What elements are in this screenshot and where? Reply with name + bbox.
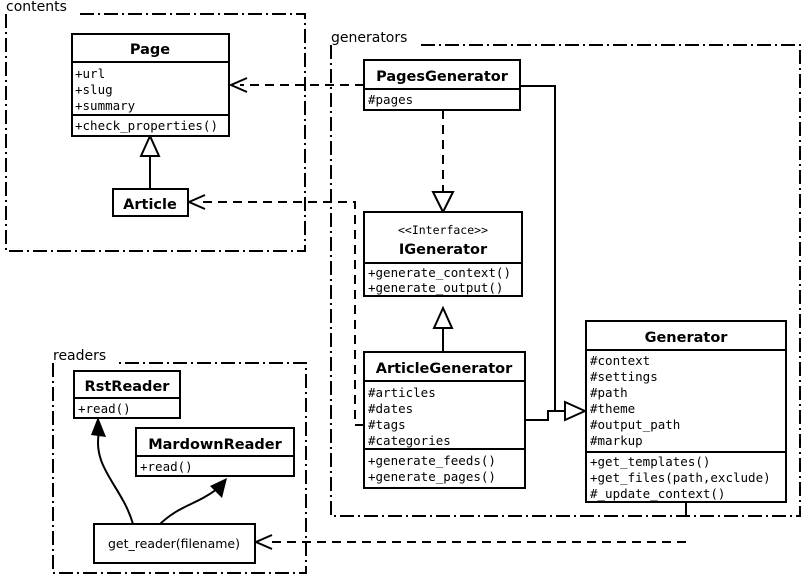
class-igenerator-title: IGenerator (399, 242, 488, 258)
class-rst-reader-title: RstReader (85, 379, 171, 395)
class-generator-attribute: #path (590, 385, 628, 400)
package-readers: readers (52, 348, 307, 574)
class-markdown-reader[interactable]: MardownReader +read() (135, 427, 295, 477)
class-rst-reader[interactable]: RstReader +read() (73, 370, 181, 419)
class-article[interactable]: Article (112, 188, 189, 217)
class-igenerator-stereotype: <<Interface>> (398, 223, 488, 237)
class-igenerator-operation: +generate_output() (368, 280, 503, 295)
class-generator-attribute: #theme (590, 401, 635, 416)
relation-articlegenerator-uses-article-arrowhead (186, 194, 206, 210)
class-generator[interactable]: Generator #context #settings #path #them… (585, 320, 787, 503)
class-markdown-reader-title: MardownReader (148, 437, 282, 453)
relation-pagesgenerator-uses-page-arrowhead (228, 77, 248, 93)
class-article-generator-operation: +generate_feeds() (368, 453, 496, 468)
package-contents-label: contents (6, 0, 67, 15)
relation-articlegenerator-uses-article-line (198, 201, 364, 426)
function-get-reader-frame (93, 523, 256, 564)
relation-pagesgenerator-inherits-generator-line (520, 85, 565, 412)
class-generator-attribute: #markup (590, 433, 643, 448)
package-generators: generators (330, 30, 801, 517)
class-generator-frame (585, 320, 787, 503)
class-igenerator-frame (363, 211, 523, 297)
relation-get-reader-returns-markdownreader-line (159, 488, 218, 525)
relation-article-inherits-page-arrowhead (139, 133, 161, 157)
class-generator-operation: +get_templates() (590, 454, 710, 469)
class-generator-attribute: #context (590, 353, 650, 368)
relation-generator-uses-get-reader (253, 502, 687, 550)
class-article-generator-operation: +generate_pages() (368, 469, 496, 484)
relation-get-reader-returns-markdownreader (159, 478, 227, 525)
class-markdown-reader-operation: +read() (140, 459, 193, 474)
class-markdown-reader-frame (135, 427, 295, 477)
relation-articlegenerator-uses-article (186, 194, 364, 426)
relation-get-reader-returns-rstreader (91, 417, 134, 525)
relation-article-inherits-page (139, 133, 161, 189)
relation-generator-inheritance-arrowhead (564, 400, 588, 422)
class-page-attribute: +url (75, 66, 105, 81)
class-igenerator[interactable]: <<Interface>> IGenerator +generate_conte… (363, 211, 523, 297)
class-page-frame (71, 33, 230, 137)
class-generator-title: Generator (645, 330, 729, 346)
class-page-attribute: +slug (75, 82, 113, 97)
class-rst-reader-operation: +read() (78, 401, 131, 416)
package-contents-border (5, 13, 306, 252)
relation-get-reader-returns-rstreader-line (96, 431, 134, 525)
class-article-generator-frame (363, 351, 526, 489)
class-page-title: Page (130, 42, 170, 58)
class-pages-generator-attribute: #pages (368, 92, 413, 107)
class-article-generator-attribute: #articles (368, 385, 436, 400)
relation-articlegenerator-inherits-generator-line (525, 410, 565, 421)
relation-pagesgenerator-inherits-generator (520, 85, 565, 412)
class-pages-generator[interactable]: PagesGenerator #pages (363, 59, 521, 111)
class-page-attribute: +summary (75, 98, 136, 113)
class-article-generator-attribute: #categories (368, 433, 451, 448)
class-igenerator-operation: +generate_context() (368, 265, 511, 280)
relation-get-reader-returns-rstreader-arrowhead (91, 417, 106, 437)
relation-articlegenerator-implements-igenerator-arrowhead (432, 305, 454, 329)
class-article-generator-attribute: #tags (368, 417, 406, 432)
package-generators-label: generators (331, 30, 407, 46)
class-page-operation: +check_properties() (75, 118, 218, 133)
relation-get-reader-returns-markdownreader-arrowhead (210, 478, 227, 498)
relation-articlegenerator-inherits-generator (525, 400, 588, 422)
class-page[interactable]: Page +url +slug +summary +check_properti… (71, 33, 230, 137)
function-get-reader-label: get_reader(filename) (108, 536, 240, 551)
class-generator-operation: +get_files(path,exclude) (590, 470, 771, 485)
package-readers-border (52, 362, 307, 574)
class-rst-reader-frame (73, 370, 181, 419)
class-article-generator-title: ArticleGenerator (376, 361, 513, 377)
relation-articlegenerator-implements-igenerator (432, 305, 454, 352)
package-readers-label: readers (53, 348, 106, 364)
class-pages-generator-title: PagesGenerator (376, 69, 509, 85)
package-contents: contents (5, 0, 306, 252)
class-article-generator[interactable]: ArticleGenerator #articles #dates #tags … (363, 351, 526, 489)
class-article-generator-attribute: #dates (368, 401, 413, 416)
relation-pagesgenerator-realizes-igenerator-arrowhead (431, 191, 455, 215)
relation-generator-uses-get-reader-arrowhead (253, 534, 273, 550)
relation-pagesgenerator-realizes-igenerator (431, 110, 455, 215)
function-get-reader[interactable]: get_reader(filename) (93, 523, 256, 564)
class-generator-operation: #_update_context() (590, 486, 725, 501)
class-generator-attribute: #output_path (590, 417, 680, 432)
class-generator-attribute: #settings (590, 369, 658, 384)
package-generators-border (330, 44, 801, 517)
class-pages-generator-frame (363, 59, 521, 111)
class-article-frame (112, 188, 189, 217)
relation-pagesgenerator-uses-page (228, 77, 364, 93)
class-article-title: Article (123, 197, 177, 213)
